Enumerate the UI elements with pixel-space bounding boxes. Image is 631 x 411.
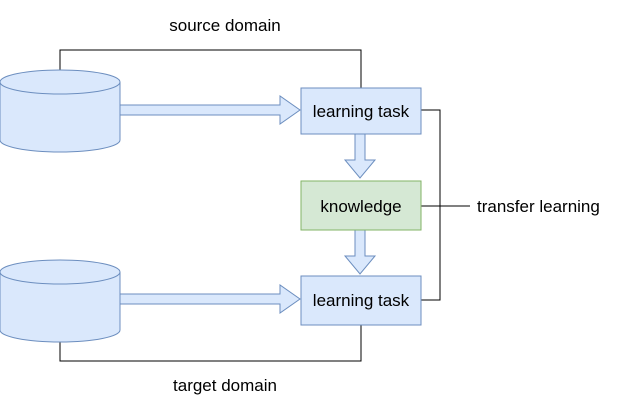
source-domain-bracket — [59, 49, 362, 88]
knowledge-label: knowledge — [320, 197, 401, 216]
knowledge-box — [300, 180, 422, 231]
knowledge-to-task-arrow — [343, 229, 377, 275]
learning-task-bottom-label: learning task — [313, 291, 410, 310]
source-to-task-arrow — [119, 95, 301, 125]
source-database-icon — [0, 69, 121, 153]
learning-task-top-box — [300, 87, 422, 135]
transfer-learning-label: transfer learning — [477, 197, 600, 216]
task-to-knowledge-arrow — [343, 133, 377, 179]
transfer-learning-bracket — [421, 109, 441, 301]
target-domain-label: target domain — [173, 376, 277, 395]
target-to-task-arrow — [119, 284, 301, 314]
learning-task-top-label: learning task — [313, 102, 410, 121]
target-domain-bracket — [59, 325, 362, 362]
source-domain-label: source domain — [169, 16, 281, 35]
target-database-icon — [0, 259, 121, 343]
learning-task-bottom-box — [300, 275, 422, 326]
